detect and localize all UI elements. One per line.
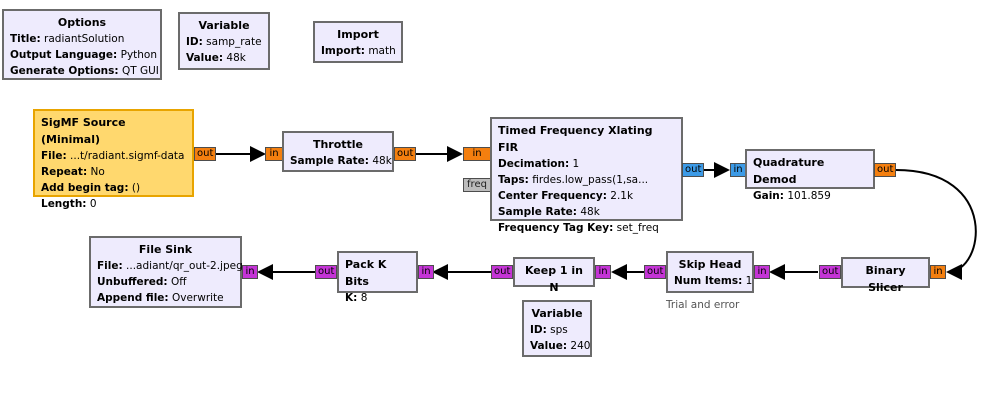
import-block[interactable]: Import Import: math [313,21,403,63]
block-title: Binary Slicer [865,264,906,294]
param-id: ID: samp_rate [186,36,262,48]
block-title: Timed Frequency Xlating FIR [498,124,653,154]
throttle-out-port[interactable]: out [394,147,416,161]
keep-1-in-n-in-port[interactable]: in [595,265,611,279]
param-length: Length: 0 [41,198,97,210]
xlating-freq-port[interactable]: freq [463,178,491,192]
variable-samp-rate-block[interactable]: Variable ID: samp_rate Value: 48k [178,12,270,70]
binary-slicer-out-port[interactable]: out [819,265,841,279]
param-id: ID: sps [530,324,568,336]
param-value: Value: 240 [530,340,591,352]
param-import: Import: math [321,45,396,57]
keep-1-in-n-out-port[interactable]: out [491,265,513,279]
block-title: Variable [198,19,250,32]
block-title: Options [57,16,107,29]
param-generate-options: Generate Options: QT GUI [10,65,159,77]
binary-slicer-in-port[interactable]: in [930,265,946,279]
file-sink-block[interactable]: File Sink File: ...adiant/qr_out-2.jpeg … [89,236,243,308]
param-file: File: ...t/radiant.sigmf-data [41,150,185,162]
block-title: Throttle [312,138,364,151]
param-sample-rate: Sample Rate: 48k [498,206,600,218]
binary-slicer-block[interactable]: Binary Slicer [841,257,930,294]
xlating-fir-block[interactable]: Timed Frequency Xlating FIR Decimation: … [490,117,683,234]
param-taps: Taps: firdes.low_pass(1,sa... [498,174,649,186]
variable-sps-block[interactable]: Variable ID: sps Value: 240 [522,300,592,357]
pack-k-bits-out-port[interactable]: out [315,265,337,279]
quad-demod-block[interactable]: Quadrature Demod Gain: 101.859 [745,149,875,202]
block-title: Keep 1 in N [524,264,584,294]
pack-k-bits-block[interactable]: Pack K Bits K: 8 [337,251,418,304]
skip-head-out-port[interactable]: out [644,265,666,279]
quad-demod-out-port[interactable]: out [874,163,896,177]
block-title: Pack K Bits [345,258,387,288]
skip-head-block[interactable]: Skip Head Num Items: 1 [666,251,754,293]
file-sink-in-port[interactable]: in [242,265,258,279]
param-sample-rate: Sample Rate: 48k [290,155,392,167]
param-unbuffered: Unbuffered: Off [97,276,187,288]
sigmf-source-block[interactable]: SigMF Source (Minimal) File: ...t/radian… [33,109,194,210]
block-title: File Sink [138,243,193,256]
param-center-frequency: Center Frequency: 2.1k [498,190,634,202]
throttle-in-port[interactable]: in [265,147,283,161]
pack-k-bits-in-port[interactable]: in [418,265,434,279]
param-frequency-tag-key: Frequency Tag Key: set_freq [498,222,659,234]
skip-head-in-port[interactable]: in [754,265,770,279]
param-k: K: 8 [345,292,368,304]
xlating-in-port[interactable]: in [463,147,491,161]
wire-quaddemod-slicer [895,169,977,280]
skip-head-comment: Trial and error [666,299,740,311]
block-title: Import [337,28,379,41]
param-output-language: Output Language: Python [10,49,158,61]
options-block[interactable]: Options Title: radiantSolution Output La… [2,9,162,80]
block-title: SigMF Source (Minimal) [41,116,126,146]
quad-demod-in-port[interactable]: in [730,163,746,177]
sigmf-source-out-port[interactable]: out [194,147,216,161]
throttle-block[interactable]: Throttle Sample Rate: 48k [282,131,394,172]
param-add-begin-tag: Add begin tag: () [41,182,141,194]
param-decimation: Decimation: 1 [498,158,580,170]
param-num-items: Num Items: 1 [674,275,753,287]
xlating-out-port[interactable]: out [682,163,704,177]
param-gain: Gain: 101.859 [753,190,831,202]
block-title: Quadrature Demod [753,156,825,186]
block-title: Variable [531,307,583,320]
block-title: Skip Head [678,258,742,271]
param-append-file: Append file: Overwrite [97,292,224,304]
param-title: Title: radiantSolution [10,33,125,45]
param-value: Value: 48k [186,52,246,64]
param-repeat: Repeat: No [41,166,105,178]
keep-1-in-n-block[interactable]: Keep 1 in N [513,257,595,294]
param-file: File: ...adiant/qr_out-2.jpeg [97,260,243,272]
